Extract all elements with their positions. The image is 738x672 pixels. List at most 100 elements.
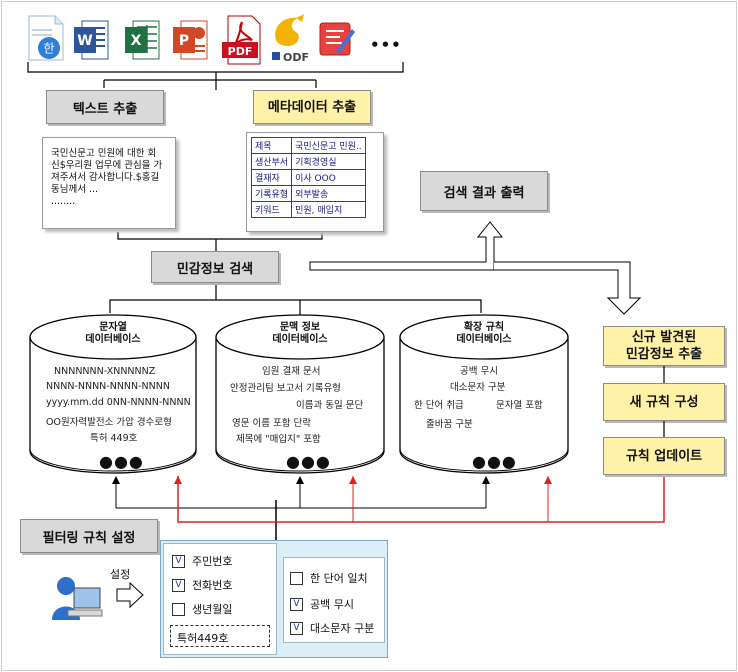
filtering-rule-settings-box: 필터링 규칙 설정 <box>20 519 158 553</box>
text-extract-box: 텍스트 추출 <box>46 90 164 124</box>
db-item: 임원 결재 문서 <box>262 366 321 377</box>
setting-label: 설정 <box>110 568 131 581</box>
extracted-text-document: 국민신문고 민원에 대한 회 신$우리원 업무에 관심을 가 져주셔서 감사합니… <box>42 137 176 229</box>
svg-text:P: P <box>179 33 189 49</box>
svg-text:W: W <box>77 33 92 49</box>
db-item: 안정관리팀 보고서 기록유형 <box>230 383 341 394</box>
pdf-file-icon: PDF <box>220 14 264 66</box>
option-label: 생년월일 <box>192 603 233 616</box>
db-more-dots: ●●● <box>286 452 331 471</box>
word-file-icon: W <box>72 17 110 63</box>
db-title: 문맥 정보 데이터베이스 <box>214 322 386 346</box>
extended-rule-database-cylinder <box>399 314 569 474</box>
db-item: 이름과 동일 문단 <box>296 400 364 411</box>
checkbox[interactable] <box>172 602 185 616</box>
option-label: 대소문자 구분 <box>310 622 375 635</box>
extracted-text-line: 신$우리원 업무에 관심을 가 <box>51 160 163 171</box>
db-title-line: 문맥 정보 <box>279 322 321 333</box>
option-case-sensitive[interactable]: V 대소문자 구분 <box>290 620 374 636</box>
powerpoint-file-icon: P <box>171 17 209 63</box>
db-item: 줄바꿈 구분 <box>426 419 473 430</box>
db-title-line: 확장 규칙 <box>463 322 505 333</box>
extracted-text-line: 동님께서 ... <box>51 184 99 195</box>
option-label: 한 단어 일치 <box>310 572 368 585</box>
more-formats-indicator: ••• <box>370 36 402 54</box>
db-title-line: 데이터베이스 <box>272 334 328 345</box>
db-more-dots: ●●● <box>99 452 144 471</box>
option-label: 주민번호 <box>192 555 233 568</box>
option-birth-date[interactable]: 생년월일 <box>172 601 232 617</box>
context-database-cylinder <box>215 314 385 474</box>
svg-text:PDF: PDF <box>228 45 253 58</box>
db-more-dots: ●●● <box>472 452 517 471</box>
excel-file-icon: X <box>123 17 161 63</box>
extracted-text-line: 져주셔서 감사합니다.$홍길 <box>51 172 160 183</box>
new-rule-compose-box: 새 규칙 구성 <box>603 383 725 421</box>
extracted-text-line: ........ <box>51 196 76 207</box>
odf-file-icon: ODF <box>268 12 312 66</box>
db-item: yyyy.mm.dd 0NN-NNNN-NNNN <box>46 397 191 408</box>
string-database-cylinder <box>29 314 197 474</box>
checkbox[interactable]: V <box>172 554 185 568</box>
db-title-line: 데이터베이스 <box>85 334 141 345</box>
db-item: 문자열 포함 <box>496 400 543 411</box>
option-label: 공백 무시 <box>310 598 354 611</box>
metadata-value: 기획경영실 <box>291 153 366 170</box>
checkbox[interactable]: V <box>172 578 185 592</box>
db-title-line: 문자열 <box>99 322 127 333</box>
checkbox[interactable]: V <box>290 597 303 611</box>
db-item: 특허 449호 <box>90 433 138 444</box>
custom-pattern-input[interactable]: 특허449호 <box>170 625 270 647</box>
svg-text:ODF: ODF <box>283 51 309 64</box>
db-item: 한 단어 취급 <box>414 400 464 411</box>
metadata-key: 결재자 <box>250 169 293 186</box>
db-item: OO원자력발전소 가압 경수로형 <box>46 417 172 428</box>
sticky-note-icon <box>318 17 356 63</box>
new-sensitive-info-extract-box: 신규 발견된 민감정보 추출 <box>603 326 725 366</box>
user-computer-icon <box>50 572 104 624</box>
option-whole-word-match[interactable]: 한 단어 일치 <box>290 570 368 586</box>
metadata-value: 이사 OOO <box>291 169 366 186</box>
metadata-extract-box: 메타데이터 추출 <box>253 90 371 124</box>
db-title-line: 데이터베이스 <box>456 334 512 345</box>
metadata-value: 민원, 매입지 <box>291 201 366 218</box>
db-item: NNNNNNN-XNNNNNZ <box>54 366 156 377</box>
option-label: 전화번호 <box>192 579 233 592</box>
rule-update-box: 규칙 업데이트 <box>603 437 725 475</box>
svg-text:X: X <box>131 33 142 49</box>
svg-text:한: 한 <box>43 42 54 56</box>
db-item: NNNN-NNNN-NNNN-NNNN <box>46 381 170 392</box>
metadata-key: 생산부서 <box>250 153 293 170</box>
option-ignore-whitespace[interactable]: V 공백 무시 <box>290 596 354 612</box>
checkbox[interactable] <box>290 571 303 585</box>
extracted-text-line: 국민신문고 민원에 대한 회 <box>51 148 157 159</box>
metadata-value: 외부발송 <box>291 185 366 202</box>
db-item: 공백 무시 <box>460 366 498 377</box>
db-title: 문자열 데이터베이스 <box>28 322 198 346</box>
arrow-right-icon <box>116 582 144 608</box>
metadata-key: 키워드 <box>250 201 293 218</box>
checkbox[interactable]: V <box>290 621 303 635</box>
metadata-value: 국민신문고 민원.. <box>291 137 366 154</box>
db-item: 제목에 "매입지" 포함 <box>236 434 321 445</box>
metadata-key: 기록유형 <box>250 185 293 202</box>
option-phone-number[interactable]: V 전화번호 <box>172 577 232 593</box>
db-item: 대소문자 구분 <box>450 382 506 393</box>
step-connector <box>663 366 665 437</box>
db-title: 확장 규칙 데이터베이스 <box>398 322 570 346</box>
search-result-output-box: 검색 결과 출력 <box>420 171 548 211</box>
db-item: 영문 이름 포함 단락 <box>232 418 311 429</box>
metadata-key: 제목 <box>250 137 293 154</box>
option-resident-number[interactable]: V 주민번호 <box>172 553 232 569</box>
sensitive-info-search-box: 민감정보 검색 <box>151 251 279 283</box>
hwp-file-icon: 한 <box>27 15 65 61</box>
